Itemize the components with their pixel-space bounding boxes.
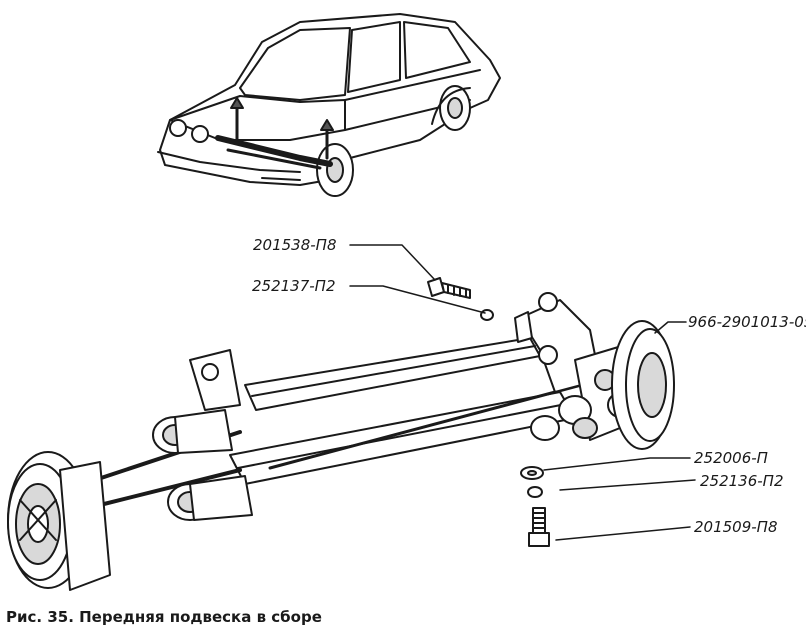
car-overview xyxy=(157,13,501,197)
right-brake-drum xyxy=(611,320,675,450)
bolt-201538 xyxy=(427,277,471,299)
callout-252137-p2: 252137-П2 xyxy=(252,277,336,295)
front-axle-assembly xyxy=(7,292,675,591)
callout-966-2901013-05: 966-2901013-05 xyxy=(688,313,806,331)
figure-caption: Рис. 35. Передняя подвеска в сборе xyxy=(6,608,322,626)
callout-252136-p2: 252136-П2 xyxy=(700,472,784,490)
bolt-201509 xyxy=(528,507,550,547)
left-brake-drum xyxy=(7,451,111,591)
callout-252006-p: 252006-П xyxy=(694,449,768,467)
callout-201509-p8: 201509-П8 xyxy=(694,518,778,536)
leader-lines xyxy=(349,244,696,541)
washer-252006 xyxy=(520,466,544,480)
left-torsion-housing xyxy=(152,409,253,521)
washer-252137 xyxy=(480,309,494,321)
callout-201538-p8: 201538-П8 xyxy=(253,236,337,254)
washer-252136 xyxy=(527,486,543,498)
